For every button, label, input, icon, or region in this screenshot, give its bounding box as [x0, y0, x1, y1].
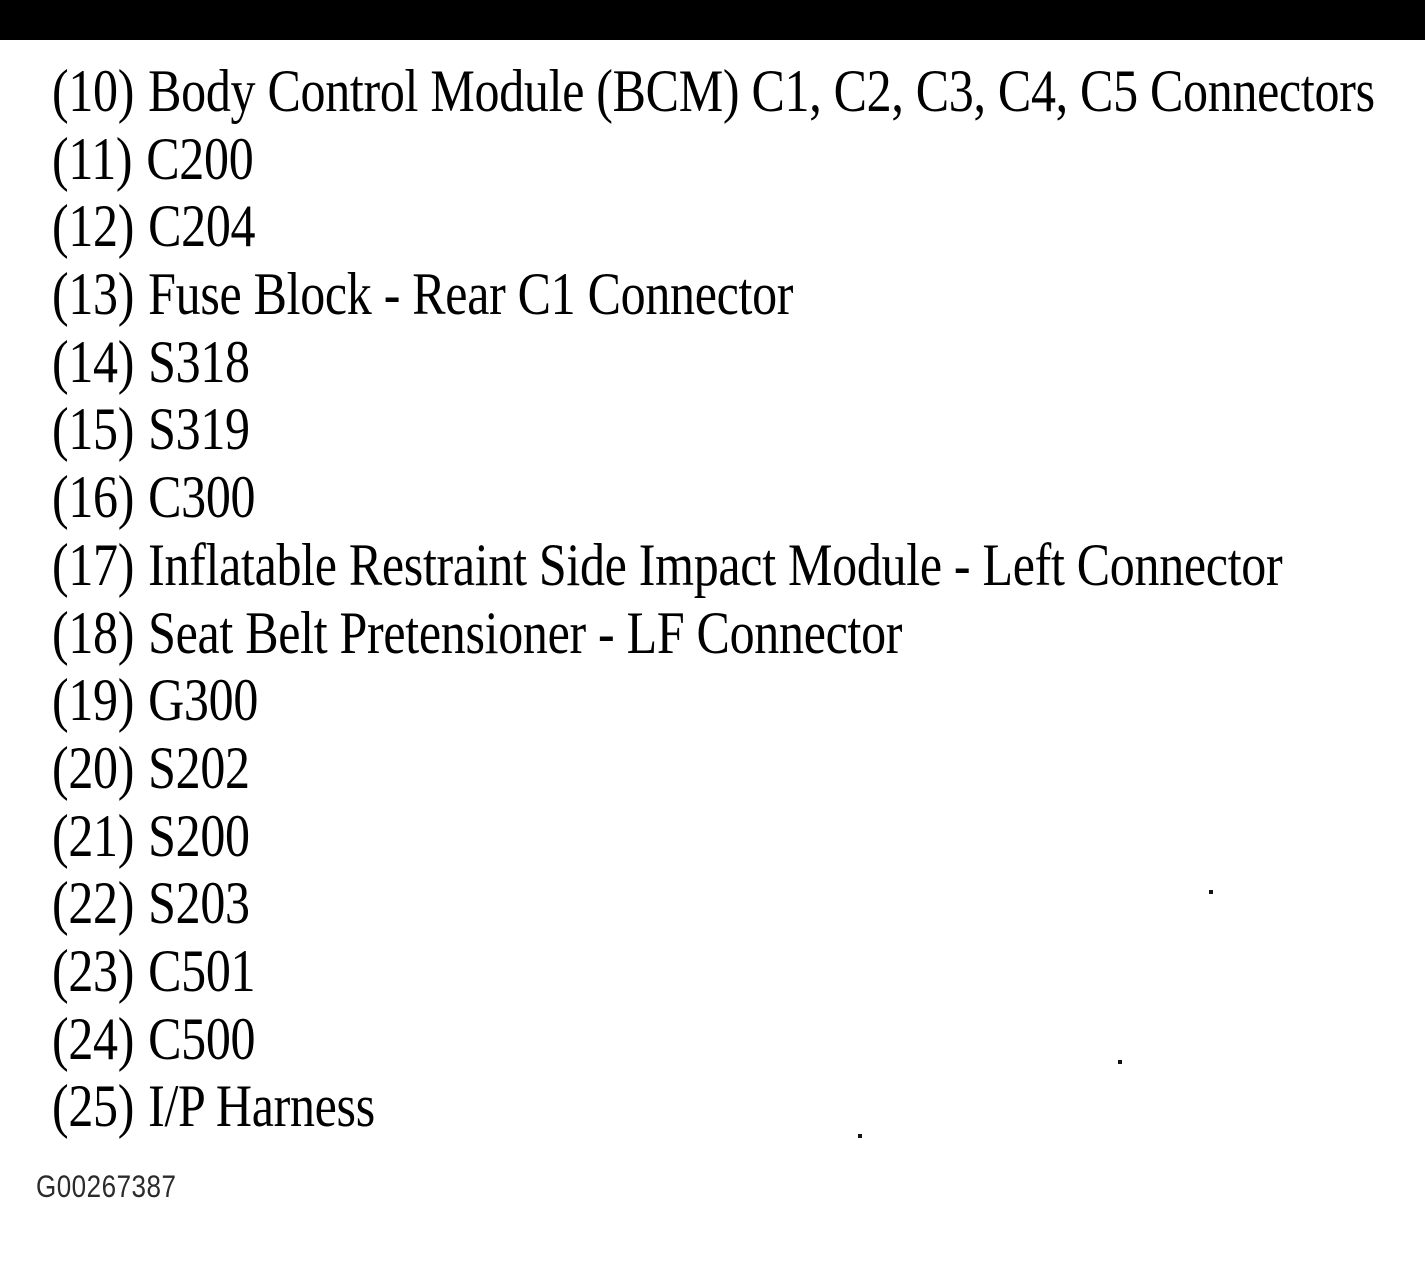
- legend-item: (13)Fuse Block - Rear C1 Connector: [52, 254, 1415, 335]
- legend-item-label: S202: [148, 734, 250, 802]
- legend-item-label: Fuse Block - Rear C1 Connector: [148, 260, 794, 328]
- legend-item: (22)S203: [52, 863, 1415, 944]
- legend-item-label: C501: [148, 937, 256, 1005]
- legend-item-number: (12): [52, 192, 135, 260]
- legend-item-number: (19): [52, 666, 135, 734]
- figure-id: G00267387: [36, 1168, 177, 1204]
- legend-item-number: (17): [52, 531, 135, 599]
- legend-item-label: Seat Belt Pretensioner - LF Connector: [148, 598, 903, 666]
- legend-item-label: C204: [148, 192, 256, 260]
- legend-item-label: S203: [148, 869, 250, 937]
- legend-item-label: S319: [148, 395, 250, 463]
- legend-item-label: C500: [148, 1004, 256, 1073]
- legend-item: (12)C204: [52, 187, 1415, 268]
- top-black-bar: [0, 0, 1425, 40]
- legend-item-number: (15): [52, 395, 135, 463]
- legend-item-number: (25): [52, 1072, 135, 1140]
- scan-speck: [1118, 1060, 1122, 1064]
- legend-item-label: S200: [148, 801, 250, 869]
- connector-legend-list: (10)Body Control Module (BCM) C1, C2, C3…: [52, 57, 1415, 1141]
- legend-item: (25)I/P Harness: [52, 1067, 1415, 1148]
- legend-item: (21)S200: [52, 796, 1415, 877]
- legend-item-label: S318: [148, 327, 250, 396]
- legend-item: (10)Body Control Module (BCM) C1, C2, C3…: [52, 51, 1415, 132]
- legend-item: (14)S318: [52, 322, 1415, 403]
- legend-item-number: (13): [52, 260, 135, 328]
- legend-item-label: G300: [148, 666, 259, 734]
- legend-item-label: I/P Harness: [148, 1072, 375, 1140]
- legend-item-number: (21): [52, 801, 135, 869]
- legend-item-number: (23): [52, 937, 135, 1005]
- legend-item: (11)C200: [52, 119, 1415, 200]
- legend-item-label: Body Control Module (BCM) C1, C2, C3, C4…: [148, 57, 1375, 125]
- legend-item-number: (16): [52, 463, 135, 531]
- legend-item: (20)S202: [52, 728, 1415, 809]
- legend-item-number: (14): [52, 327, 135, 396]
- legend-item: (18)Seat Belt Pretensioner - LF Connecto…: [52, 593, 1415, 674]
- legend-item: (23)C501: [52, 931, 1415, 1012]
- legend-item-number: (10): [52, 57, 135, 125]
- legend-item: (16)C300: [52, 457, 1415, 538]
- legend-item: (15)S319: [52, 390, 1415, 471]
- legend-item-number: (24): [52, 1004, 135, 1073]
- legend-item-label: Inflatable Restraint Side Impact Module …: [148, 531, 1283, 599]
- legend-item-label: C300: [148, 463, 256, 531]
- scan-speck: [1209, 890, 1213, 894]
- legend-item-number: (22): [52, 869, 135, 937]
- legend-item-number: (18): [52, 598, 135, 666]
- legend-item-label: C200: [146, 124, 254, 193]
- legend-item: (17)Inflatable Restraint Side Impact Mod…: [52, 525, 1415, 606]
- legend-item-number: (11): [52, 124, 133, 193]
- legend-item-number: (20): [52, 734, 135, 802]
- legend-item: (19)G300: [52, 660, 1415, 741]
- legend-item: (24)C500: [52, 999, 1415, 1080]
- scan-speck: [858, 1134, 862, 1138]
